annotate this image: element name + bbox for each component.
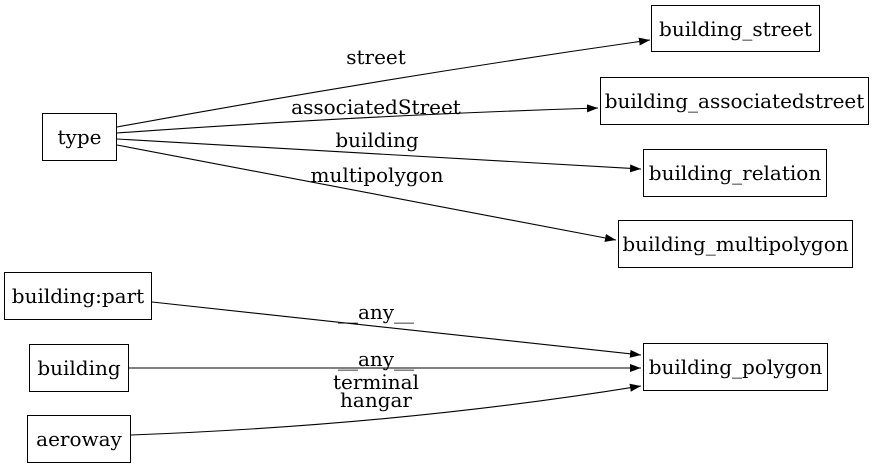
edge-label-terminal: terminal <box>333 370 419 394</box>
edge-label-any-building: __any__ <box>337 347 415 371</box>
node-building-part: building:part <box>4 272 152 320</box>
node-building: building <box>29 344 129 392</box>
edge-label-building: building <box>335 128 419 152</box>
node-building-polygon: building_polygon <box>643 343 828 391</box>
edge-label-any-buildingpart: __any__ <box>337 300 415 324</box>
node-building-associatedstreet: building_associatedstreet <box>600 77 869 125</box>
node-building-multipolygon: building_multipolygon <box>618 220 853 268</box>
node-building-street: building_street <box>651 5 820 52</box>
edge-label-associatedstreet: associatedStreet <box>291 95 461 119</box>
edge-type-building_associatedstreet <box>116 104 599 134</box>
edge-label-multipolygon: multipolygon <box>310 163 444 187</box>
node-type: type <box>42 113 117 161</box>
edge-label-hangar: hangar <box>340 388 412 412</box>
edge-type-building_street <box>116 37 651 128</box>
edge-label-street: street <box>346 45 406 69</box>
edge-aeroway-building_polygon <box>130 383 642 436</box>
edge-buildingpart-building_polygon <box>151 301 642 358</box>
edge-type-building_relation <box>116 138 642 173</box>
node-aeroway: aeroway <box>27 415 131 463</box>
edge-type-building_multipolygon <box>116 144 617 242</box>
node-building-relation: building_relation <box>643 149 827 197</box>
